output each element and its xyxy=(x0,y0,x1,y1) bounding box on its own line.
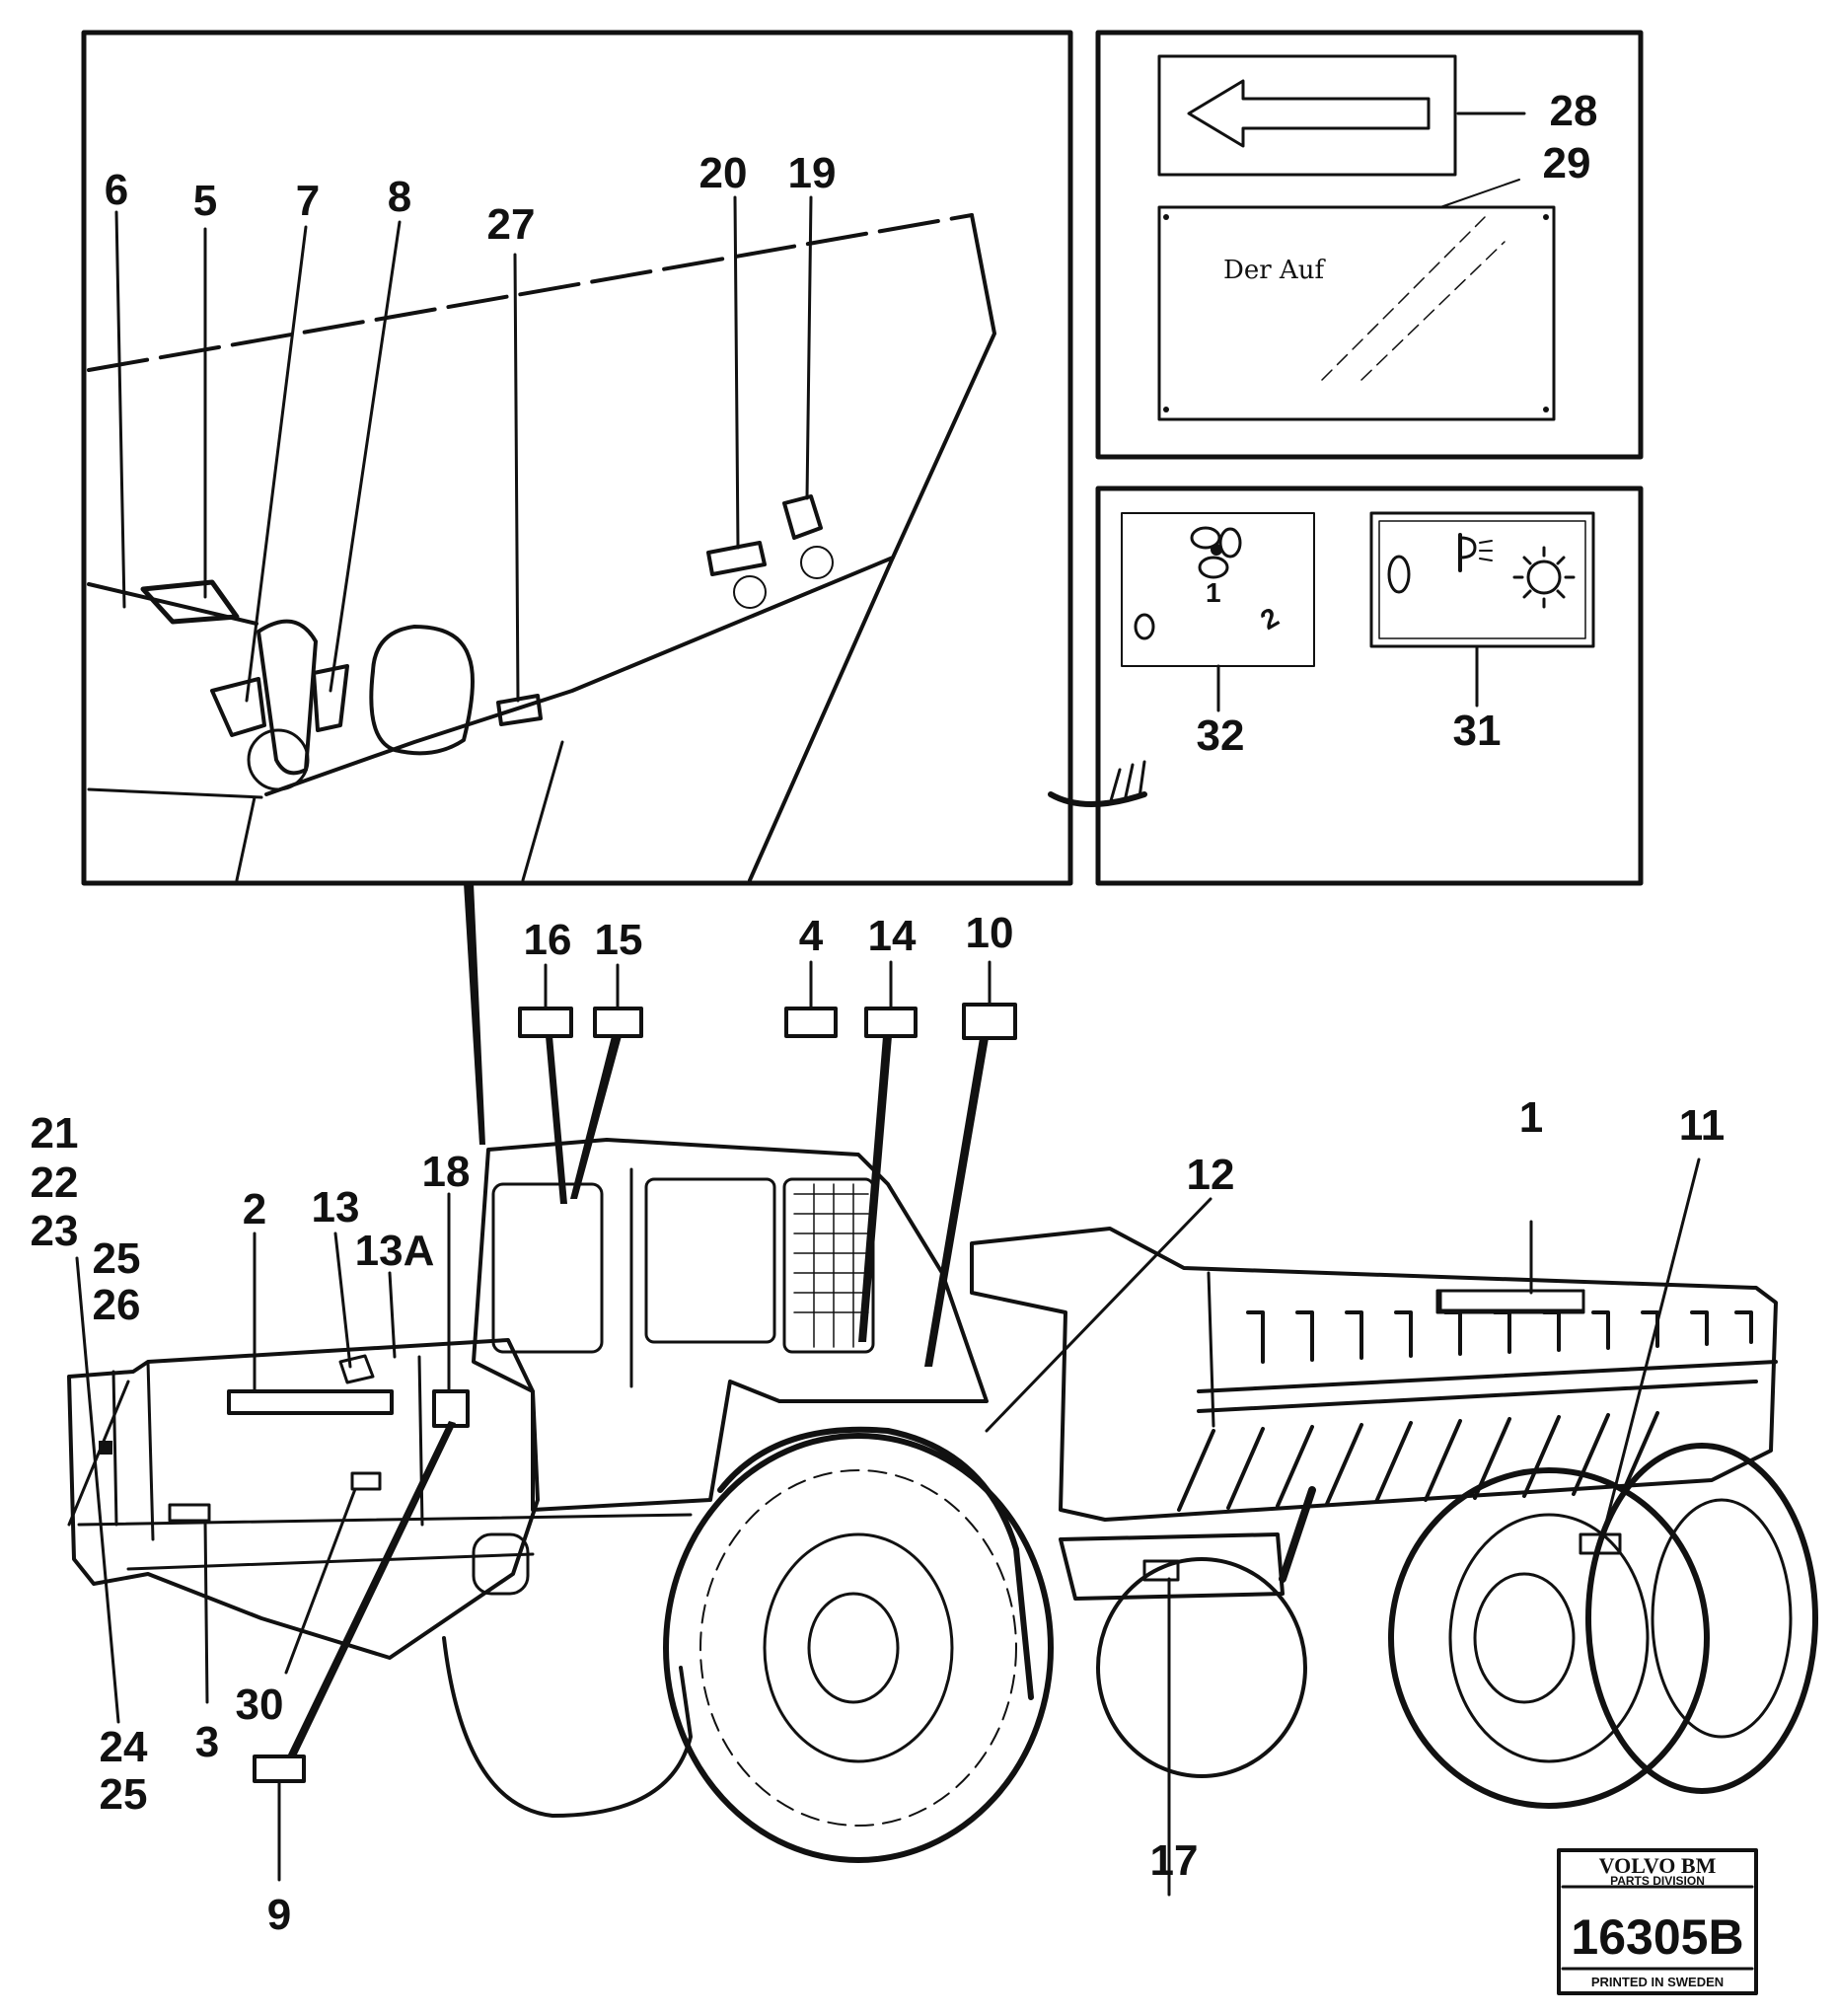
callout-21: 21 xyxy=(31,1109,79,1157)
detail-leader xyxy=(464,883,485,1145)
stamp-number: 16305B xyxy=(1571,1909,1743,1965)
stamp-division: PARTS DIVISION xyxy=(1610,1874,1705,1888)
decal-29-text: Der Auf xyxy=(1223,256,1326,285)
fan-icon xyxy=(1190,526,1242,579)
callout-3: 3 xyxy=(195,1718,219,1766)
callout-2: 2 xyxy=(243,1185,266,1233)
top-decal-boxes xyxy=(518,960,1017,1367)
callout-29: 29 xyxy=(1543,139,1591,187)
callout-5: 5 xyxy=(193,177,217,225)
callout-14: 14 xyxy=(868,912,917,960)
stamp-brand: VOLVO BM xyxy=(1599,1853,1717,1878)
callout-25-top: 25 xyxy=(93,1234,141,1283)
callout-13a: 13A xyxy=(355,1227,435,1275)
arrow-left-icon xyxy=(1187,79,1431,148)
callout-19: 19 xyxy=(788,149,837,197)
callout-10: 10 xyxy=(966,909,1014,957)
callout-1: 1 xyxy=(1519,1093,1543,1142)
callout-16: 16 xyxy=(524,916,572,964)
work-light-icon xyxy=(1512,546,1576,609)
callout-17: 17 xyxy=(1150,1836,1199,1885)
callout-13: 13 xyxy=(312,1183,360,1232)
callout-12: 12 xyxy=(1187,1151,1235,1199)
articulated-dumper-truck xyxy=(67,1138,1818,1897)
callout-24: 24 xyxy=(100,1723,148,1771)
callout-9: 9 xyxy=(267,1891,291,1939)
callout-11: 11 xyxy=(1679,1101,1726,1150)
callout-7: 7 xyxy=(296,177,320,225)
stamp-printed: PRINTED IN SWEDEN xyxy=(1591,1975,1724,1989)
callout-22: 22 xyxy=(31,1158,79,1207)
callout-6: 6 xyxy=(105,166,128,214)
console-detail-panel xyxy=(81,30,1073,886)
callout-numbers: 6 5 7 8 27 20 19 28 29 32 31 16 15 4 14 … xyxy=(31,87,1726,1939)
volvo-bm-stamp: VOLVO BM PARTS DIVISION 16305B PRINTED I… xyxy=(1557,1848,1758,1995)
callout-32: 32 xyxy=(1197,711,1245,760)
decal-panel-28-29 xyxy=(1095,30,1644,460)
callout-4: 4 xyxy=(799,912,824,960)
decal-panel-31-32 xyxy=(1048,485,1644,886)
callout-23: 23 xyxy=(31,1207,79,1255)
callout-18: 18 xyxy=(422,1148,471,1196)
callout-26: 26 xyxy=(93,1281,141,1329)
callout-15: 15 xyxy=(595,916,643,964)
callout-27: 27 xyxy=(487,200,536,249)
callout-25-bottom: 25 xyxy=(100,1770,148,1819)
decal-32-number-1: 1 xyxy=(1206,577,1221,608)
callout-31: 31 xyxy=(1453,707,1502,755)
parking-light-icon xyxy=(1458,533,1493,572)
callout-20: 20 xyxy=(699,149,748,197)
callout-30: 30 xyxy=(236,1680,284,1729)
callout-8: 8 xyxy=(388,173,411,221)
callout-28: 28 xyxy=(1550,87,1598,135)
decal-32-number-2: 2 xyxy=(1255,602,1284,636)
